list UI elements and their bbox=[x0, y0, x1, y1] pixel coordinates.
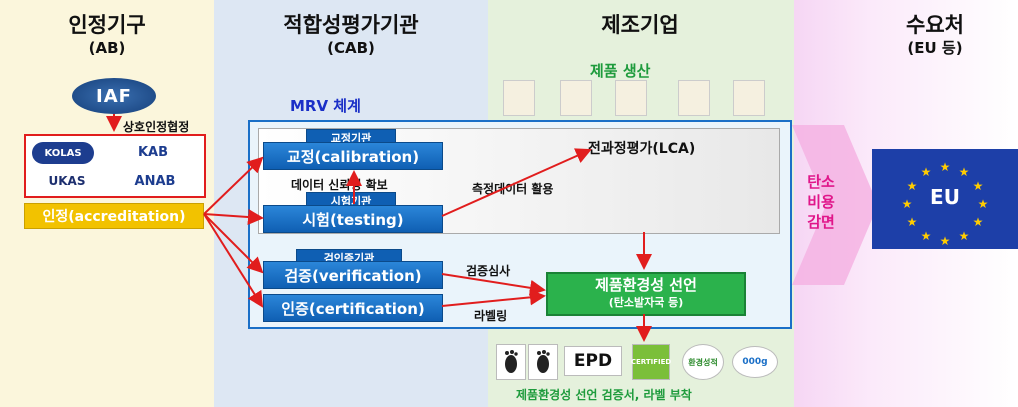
kab-logo-text: KAB bbox=[137, 144, 169, 160]
svg-text:★: ★ bbox=[978, 197, 989, 211]
certified-label-text: CERTIFIED bbox=[630, 358, 672, 366]
ab-logos-box: KOLAS KAB UKAS ANAB bbox=[24, 134, 206, 198]
carbon-cost-arrow bbox=[792, 125, 878, 285]
cab-title: 적합성평가기관 bbox=[283, 13, 419, 37]
carbon-footprint-label-1 bbox=[496, 344, 526, 380]
carbon-cost-line-1: 탄소 bbox=[807, 173, 835, 191]
eu-stars-icon: ★ ★ ★ ★ ★ ★ ★ ★ ★ ★ ★ ★ bbox=[902, 160, 989, 248]
footprint-icon bbox=[505, 350, 518, 373]
battery-icon bbox=[615, 80, 647, 116]
svg-text:★: ★ bbox=[907, 179, 918, 193]
svg-text:★: ★ bbox=[921, 165, 932, 179]
manufacturer-title: 제조기업 bbox=[601, 13, 679, 37]
kolas-logo-text: KOLAS bbox=[44, 147, 82, 159]
verification-box: 검증(verification) bbox=[263, 261, 443, 289]
mrv-title: MRV 체계 bbox=[290, 97, 361, 115]
arrow-accreditation-to-verification bbox=[203, 213, 264, 274]
arrow-accreditation-to-certification bbox=[203, 213, 264, 308]
kolas-logo: KOLAS bbox=[32, 142, 94, 164]
ab-title: 인정기구 bbox=[68, 13, 146, 37]
svg-text:★: ★ bbox=[902, 197, 913, 211]
svg-text:★: ★ bbox=[907, 215, 918, 229]
steel-icon bbox=[503, 80, 535, 116]
svg-text:★: ★ bbox=[959, 165, 970, 179]
certified-label: CERTIFIED bbox=[630, 344, 672, 380]
demand-header: 수요처 (EU 등) bbox=[860, 12, 1010, 58]
cement-icon bbox=[678, 80, 710, 116]
manufacturer-header: 제조기업 bbox=[560, 12, 720, 38]
cab-subtitle: (CAB) bbox=[327, 39, 375, 57]
kab-logo: KAB bbox=[130, 140, 176, 164]
verification-label: 검증(verification) bbox=[284, 266, 422, 285]
carbon-cost-line-3: 감면 bbox=[807, 213, 835, 231]
lca-label: 전과정평가(LCA) bbox=[588, 141, 696, 157]
mutual-agreement-label: 상호인정협정 bbox=[123, 120, 190, 134]
certification-label: 인증(certification) bbox=[281, 299, 425, 318]
arrow-testing-to-lca bbox=[441, 148, 592, 217]
svg-text:★: ★ bbox=[940, 234, 951, 248]
environmental-declaration-label: 환경성적 bbox=[682, 344, 724, 380]
eu-flag-text: EU bbox=[930, 185, 960, 209]
epd-label-text: EPD bbox=[573, 351, 613, 371]
accreditation-label: 인정(accreditation) bbox=[42, 209, 186, 225]
iaf-logo: IAF bbox=[72, 78, 156, 114]
aluminium-icon bbox=[560, 80, 592, 116]
arrow-certification-to-declaration bbox=[441, 289, 546, 307]
carbon-cost-line-2: 비용 bbox=[807, 193, 835, 211]
epd-label: EPD bbox=[564, 346, 622, 376]
ukas-logo-text: UKAS bbox=[48, 174, 86, 188]
svg-text:★: ★ bbox=[973, 179, 984, 193]
arrow-accreditation-to-calibration bbox=[203, 156, 264, 215]
footprint-icon-2 bbox=[537, 350, 550, 373]
environmental-label-text: 환경성적 bbox=[688, 357, 718, 367]
anab-logo: ANAB bbox=[124, 172, 186, 190]
cab-header: 적합성평가기관 (CAB) bbox=[220, 12, 482, 58]
arrow-accreditation-to-testing bbox=[203, 209, 264, 226]
footer-label: 제품환경성 선언 검증서, 라벨 부착 bbox=[516, 388, 692, 402]
declaration-box: 제품환경성 선언 (탄소발자국 등) bbox=[546, 272, 746, 316]
iaf-logo-text: IAF bbox=[96, 85, 132, 107]
svg-text:★: ★ bbox=[959, 229, 970, 243]
carbon-cost-label: 탄소 비용 감면 bbox=[800, 172, 842, 232]
testing-label: 시험(testing) bbox=[302, 210, 404, 229]
svg-text:★: ★ bbox=[973, 215, 984, 229]
ukas-logo: UKAS bbox=[34, 172, 100, 190]
calibration-label: 교정(calibration) bbox=[286, 147, 420, 166]
arrow-verification-to-declaration bbox=[441, 273, 546, 296]
accreditation-box: 인정(accreditation) bbox=[24, 203, 204, 229]
ab-header: 인정기구 (AB) bbox=[20, 12, 194, 58]
certification-box: 인증(certification) bbox=[263, 294, 443, 322]
testing-box: 시험(testing) bbox=[263, 205, 443, 233]
carbon-footprint-label-2 bbox=[528, 344, 558, 380]
declaration-label: 제품환경성 선언 bbox=[595, 276, 697, 294]
svg-text:★: ★ bbox=[940, 160, 951, 174]
carbon-grams-text: 000g bbox=[742, 357, 768, 367]
labeling-label: 라벨링 bbox=[474, 309, 508, 323]
ab-subtitle: (AB) bbox=[88, 39, 126, 57]
carbon-grams-label: 000g bbox=[732, 346, 778, 378]
declaration-sub-label: (탄소발자국 등) bbox=[608, 296, 684, 309]
power-tower-icon bbox=[733, 80, 765, 116]
anab-logo-text: ANAB bbox=[134, 173, 176, 189]
demand-subtitle: (EU 등) bbox=[907, 39, 963, 57]
production-label: 제품 생산 bbox=[590, 62, 651, 80]
verification-review-label: 검증심사 bbox=[466, 264, 511, 278]
eu-flag: ★ ★ ★ ★ ★ ★ ★ ★ ★ ★ ★ ★ EU bbox=[872, 149, 1018, 249]
svg-text:★: ★ bbox=[921, 229, 932, 243]
data-reliability-label: 데이터 신뢰성 확보 bbox=[291, 178, 388, 192]
calibration-box: 교정(calibration) bbox=[263, 142, 443, 170]
demand-title: 수요처 bbox=[906, 13, 964, 37]
